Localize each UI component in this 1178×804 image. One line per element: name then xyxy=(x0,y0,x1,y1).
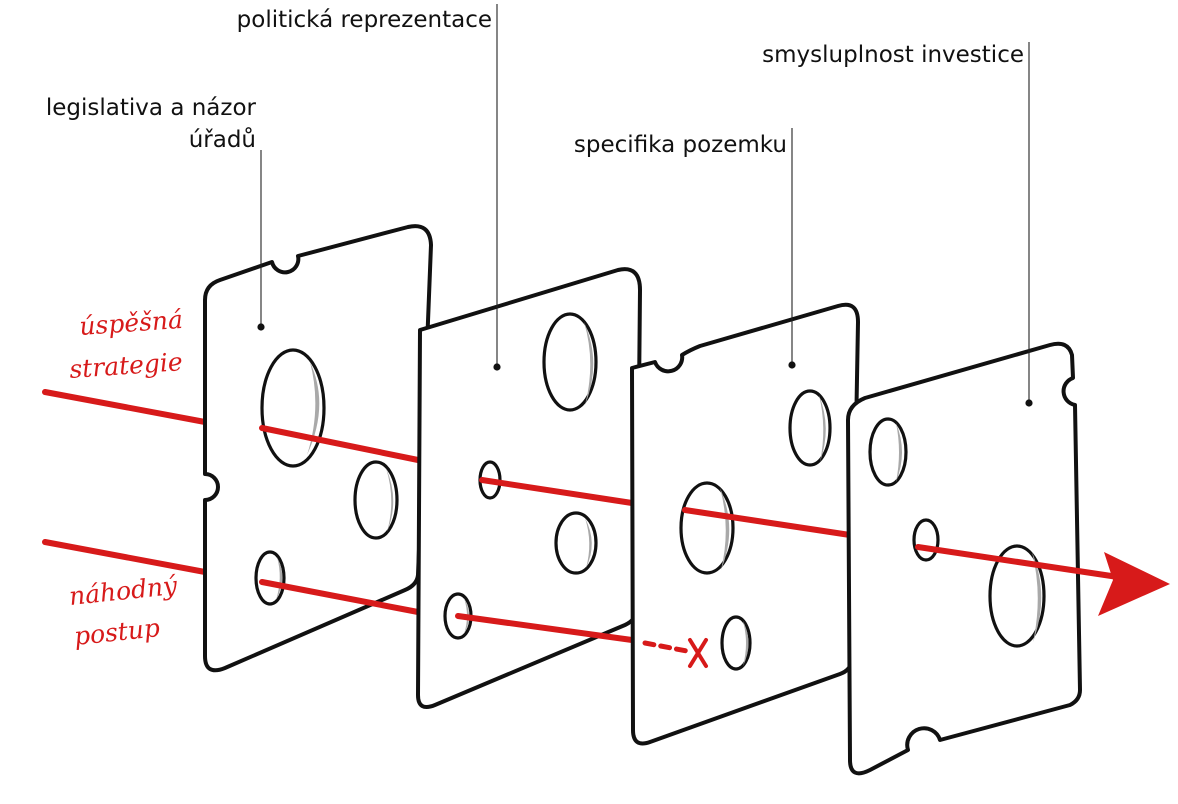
label-legislation-line1: legislativa a názor xyxy=(46,95,257,121)
slice-investment-shape xyxy=(846,341,1082,776)
label-investment: smysluplnost investice xyxy=(762,42,1024,68)
slice-investment-holes xyxy=(868,417,1046,648)
success-line-exit xyxy=(915,544,1121,580)
success-line-seg3 xyxy=(682,507,853,538)
label-random-line1: náhodný xyxy=(68,571,180,611)
random-line-entry xyxy=(42,539,208,575)
slice-legislation xyxy=(203,224,433,673)
slice-investment xyxy=(846,341,1082,776)
success-line-seg1 xyxy=(259,425,421,463)
random-line-seg2 xyxy=(455,613,635,643)
label-legislation-line2: úřadů xyxy=(189,126,256,153)
blocked-x-mark xyxy=(688,638,708,668)
slice-land-holes xyxy=(679,389,832,671)
success-line-entry xyxy=(42,389,208,425)
slice-legislation-shape xyxy=(203,224,433,673)
label-leaders xyxy=(257,4,1033,407)
label-political: politická reprezentace xyxy=(237,7,492,33)
label-random-line2: postup xyxy=(73,613,162,651)
success-line-seg2 xyxy=(479,477,635,506)
arrow-head-icon xyxy=(1098,552,1170,616)
label-land: specifika pozemku xyxy=(574,132,787,158)
label-success-line1: úspěšná xyxy=(78,305,183,341)
random-line-dashed xyxy=(642,640,695,655)
slice-land xyxy=(630,302,860,746)
red-lines-back xyxy=(42,389,208,575)
label-success-line2: strategie xyxy=(68,347,183,384)
random-line-seg1 xyxy=(259,579,421,615)
slice-land-shape xyxy=(630,302,860,746)
slice-legislation-holes xyxy=(254,348,399,606)
